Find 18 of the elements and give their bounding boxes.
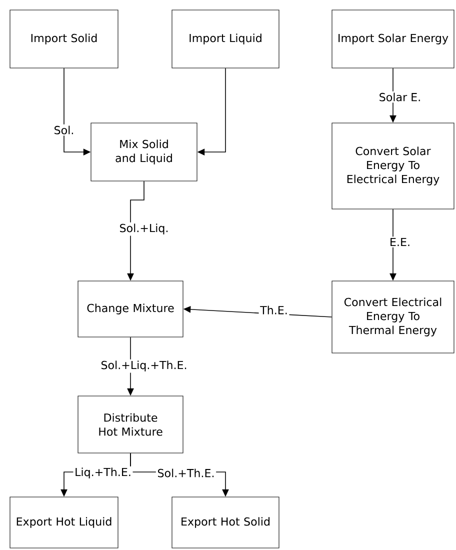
edge-label: Sol.+Liq.+Th.E. <box>99 359 189 373</box>
process-box: Import Liquid <box>172 10 280 68</box>
edge-label: Liq.+Th.E. <box>73 466 133 480</box>
process-box: Mix Solid and Liquid <box>90 122 198 182</box>
process-box: Change Mixture <box>78 280 184 338</box>
edge-label: Sol.+Liq. <box>118 222 170 236</box>
process-box: Convert Solar Energy To Electrical Energy <box>332 122 454 210</box>
edge-label: Sol. <box>52 124 76 136</box>
process-box: Convert Electrical Energy To Thermal Energy <box>332 280 454 354</box>
process-box: Import Solid <box>10 10 118 68</box>
edge-label: Solar E. <box>378 91 422 103</box>
edge-label: Th.E. <box>258 304 290 316</box>
process-box: Import Solar Energy <box>332 10 454 68</box>
process-box: Export Hot Solid <box>172 496 280 548</box>
edge-label: E.E. <box>388 236 412 248</box>
process-box: Distribute Hot Mixture <box>78 396 184 454</box>
process-box: Export Hot Liquid <box>10 496 118 548</box>
edge-label: Sol.+Th.E. <box>156 467 216 479</box>
